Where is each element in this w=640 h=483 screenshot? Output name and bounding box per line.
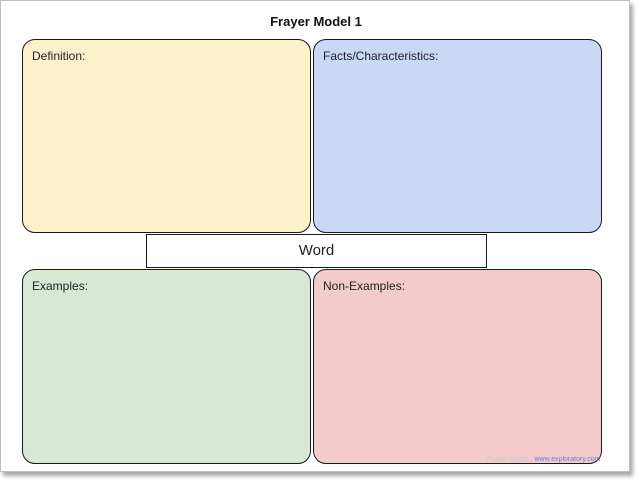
watermark-link: www.exploratory.com — [534, 456, 601, 463]
frayer-model-page: Frayer Model 1 Definition: Facts/Charact… — [0, 0, 630, 472]
non-examples-box[interactable]: Non-Examples: — [313, 269, 602, 464]
definition-label: Definition: — [32, 49, 86, 63]
watermark: Frayer Model · www.exploratory.com — [487, 456, 600, 463]
facts-characteristics-label: Facts/Characteristics: — [323, 49, 439, 63]
examples-label: Examples: — [32, 279, 89, 293]
watermark-text: Frayer Model · — [487, 456, 535, 463]
examples-box[interactable]: Examples: — [22, 269, 311, 464]
facts-characteristics-box[interactable]: Facts/Characteristics: — [313, 39, 602, 233]
non-examples-label: Non-Examples: — [323, 279, 406, 293]
definition-box[interactable]: Definition: — [22, 39, 311, 233]
word-box[interactable]: Word — [146, 234, 487, 268]
page-title: Frayer Model 1 — [270, 14, 362, 29]
